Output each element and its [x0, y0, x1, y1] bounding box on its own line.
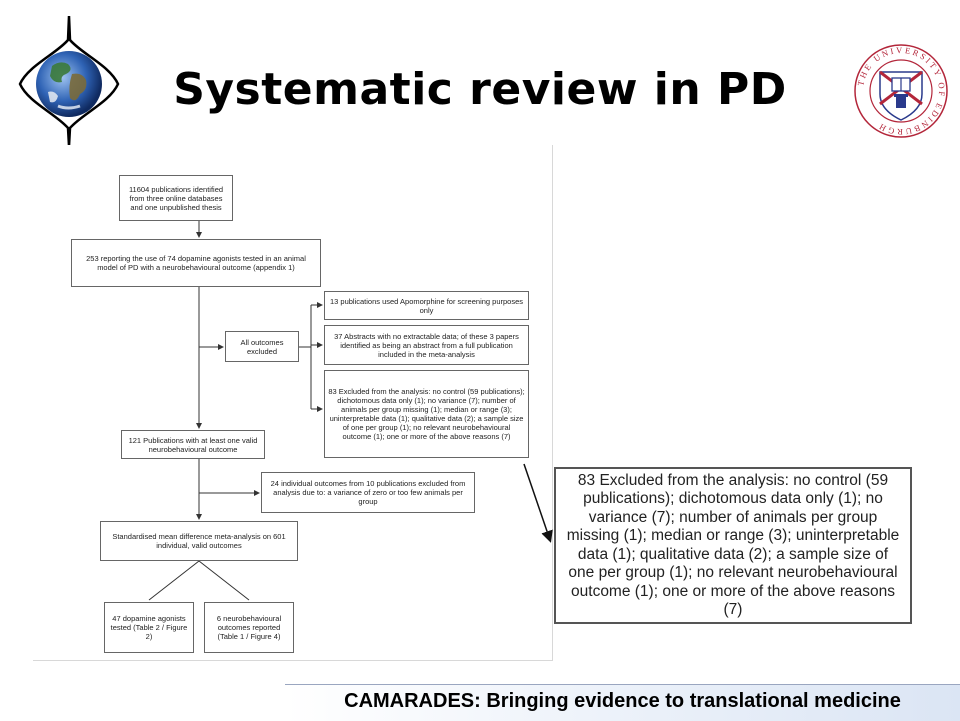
zoom-pointer-arrow	[523, 463, 553, 543]
flow-box-valid-publications: 121 Publications with at least one valid…	[121, 430, 265, 459]
flow-box-abstracts: 37 Abstracts with no extractable data; o…	[324, 325, 529, 365]
flow-box-excluded-83: 83 Excluded from the analysis: no contro…	[324, 370, 529, 458]
footer-text: CAMARADES: Bringing evidence to translat…	[344, 690, 901, 712]
flow-box-identified: 11604 publications identified from three…	[119, 175, 233, 221]
footer-band	[285, 684, 960, 721]
flow-diagram: 11604 publications identified from three…	[33, 145, 553, 661]
flow-box-apomorphine: 13 publications used Apomorphine for scr…	[324, 291, 529, 320]
flow-connectors	[148, 221, 323, 601]
flow-box-outcomes-excluded-24: 24 individual outcomes from 10 publicati…	[261, 472, 475, 513]
flow-box-meta-analysis: Standardised mean difference meta-analys…	[100, 521, 298, 561]
zoom-callout: 83 Excluded from the analysis: no contro…	[554, 467, 912, 624]
flow-box-neurobehavioural: 6 neurobehavioural outcomes reported (Ta…	[204, 602, 294, 653]
page-title: Systematic review in PD	[173, 64, 787, 115]
university-seal-icon: THE UNIVERSITY OF EDINBURGH	[854, 44, 948, 138]
zoom-callout-text: 83 Excluded from the analysis: no contro…	[566, 471, 900, 619]
globe-logo-icon	[18, 15, 120, 147]
flow-box-agonists: 47 dopamine agonists tested (Table 2 / F…	[104, 602, 194, 653]
flow-box-outcomes-excluded: All outcomes excluded	[225, 331, 299, 362]
flow-box-screened: 253 reporting the use of 74 dopamine ago…	[71, 239, 321, 287]
